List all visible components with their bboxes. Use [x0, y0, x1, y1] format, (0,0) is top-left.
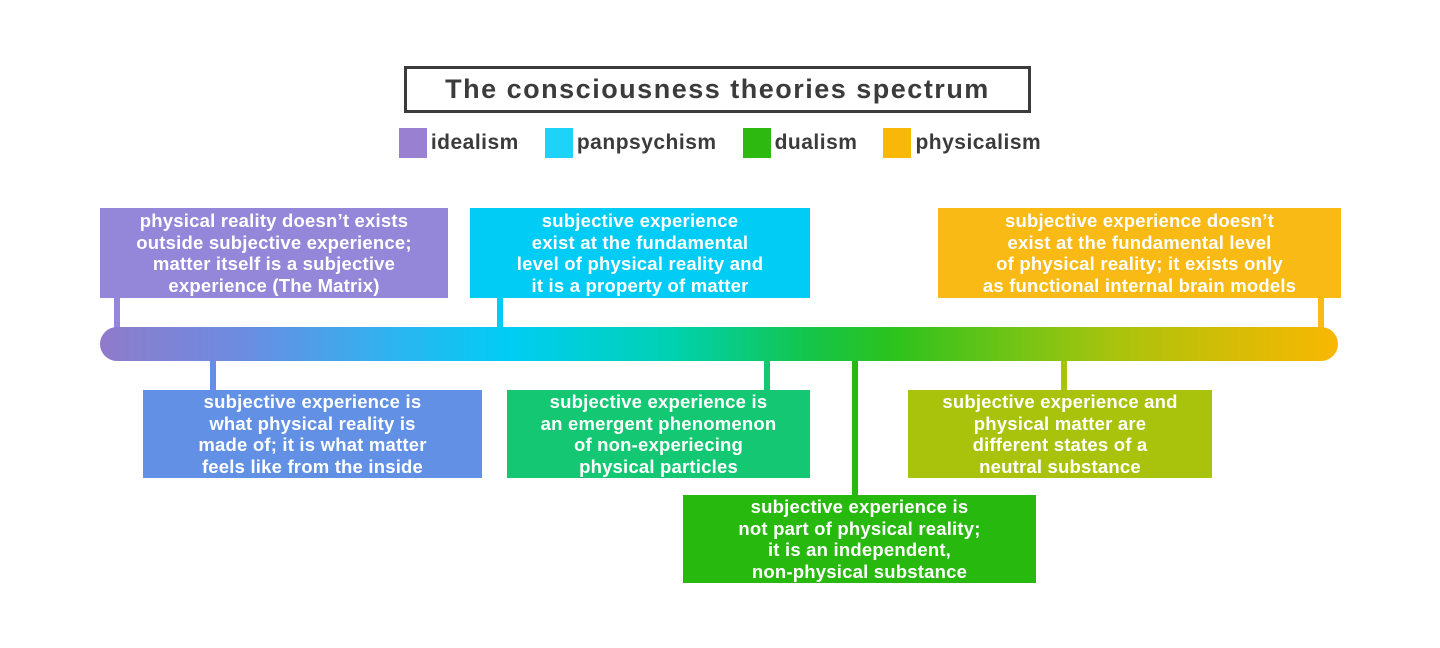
theory-box-panpsychism-matter-inside: subjective experience is what physical r…: [143, 390, 482, 478]
theory-box-physicalism: subjective experience doesn’t exist at t…: [938, 208, 1341, 298]
theory-box-emergentism: subjective experience is an emergent phe…: [507, 390, 810, 478]
legend: idealism panpsychism dualism physicalism: [0, 128, 1440, 158]
theory-box-idealism: physical reality doesn’t exists outside …: [100, 208, 448, 298]
connector-panpsychism: [497, 296, 503, 330]
diagram-title: The consciousness theories spectrum: [445, 74, 990, 104]
theory-box-panpsychism-fundamental: subjective experience exist at the funda…: [470, 208, 810, 298]
legend-label-idealism: idealism: [430, 131, 519, 154]
dualism-swatch-icon: [742, 128, 771, 158]
connector-dualism: [852, 358, 858, 497]
legend-item-idealism: idealism: [398, 128, 519, 158]
connector-idealism: [114, 296, 120, 330]
idealism-swatch-icon: [398, 128, 427, 158]
connector-neutral-monism: [1061, 358, 1067, 392]
legend-item-panpsychism: panpsychism: [544, 128, 717, 158]
connector-physicalism: [1318, 296, 1324, 330]
diagram-title-box: The consciousness theories spectrum: [404, 66, 1031, 113]
legend-label-dualism: dualism: [774, 131, 858, 154]
panpsychism-swatch-icon: [544, 128, 573, 158]
theory-box-dualism-substance: subjective experience is not part of phy…: [683, 495, 1036, 583]
theory-box-neutral-monism: subjective experience and physical matte…: [908, 390, 1212, 478]
legend-label-physicalism: physicalism: [915, 131, 1042, 154]
spectrum-gradient-bar: [100, 327, 1338, 361]
legend-item-physicalism: physicalism: [883, 128, 1041, 158]
connector-panpsychism-bottom: [210, 358, 216, 392]
connector-emergentism: [764, 358, 770, 392]
legend-item-dualism: dualism: [742, 128, 858, 158]
physicalism-swatch-icon: [883, 128, 912, 158]
legend-label-panpsychism: panpsychism: [576, 131, 717, 154]
